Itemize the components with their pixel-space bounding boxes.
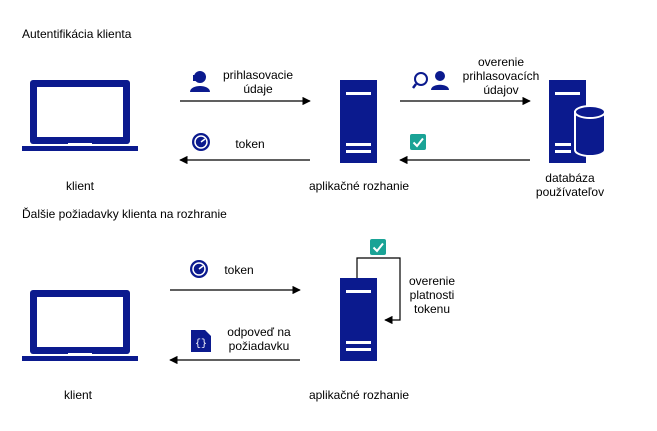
laptop-icon [22, 80, 138, 151]
token-icon [192, 133, 210, 151]
server-icon [340, 278, 377, 361]
database-icon [549, 80, 606, 163]
token-label: token [235, 137, 265, 151]
credentials-label-line1: prihlasovacie [222, 68, 294, 82]
checkmark-icon [410, 134, 426, 150]
verify-label-line3: údajov [483, 83, 519, 97]
validate-label-line2: platnosti [409, 288, 455, 302]
client-label: klient [65, 179, 95, 193]
server-label-2: aplikačné rozhanie [308, 388, 410, 402]
svg-text:{}: {} [195, 338, 207, 350]
server-label: aplikačné rozhanie [308, 179, 410, 193]
response-label-line1: odpoveď na [227, 325, 291, 339]
section2-title: Ďalšie požiadavky klienta na rozhranie [22, 207, 227, 221]
client-label-2: klient [63, 388, 93, 402]
section1-title: Autentifikácia klienta [22, 27, 132, 41]
validate-label-line1: overenie [408, 274, 456, 288]
checkmark-icon [370, 239, 386, 255]
credentials-label-line2: údaje [243, 82, 273, 96]
user-icon [190, 71, 210, 92]
validate-label-line3: tokenu [413, 302, 451, 316]
verify-label-line1: overenie [477, 55, 525, 69]
db-label-line1: databáza [545, 171, 595, 185]
verify-label-line2: prihlasovacích [462, 69, 540, 83]
json-document-icon: {} [191, 330, 211, 352]
server-icon [340, 80, 377, 163]
response-label-line2: požiadavku [228, 339, 290, 353]
token-icon [190, 260, 208, 278]
laptop-icon [22, 290, 138, 361]
user-search-icon [412, 71, 449, 90]
db-label-line2: používateľov [535, 185, 605, 199]
token-label-2: token [224, 263, 254, 277]
validate-loop-arrow [356, 257, 401, 325]
